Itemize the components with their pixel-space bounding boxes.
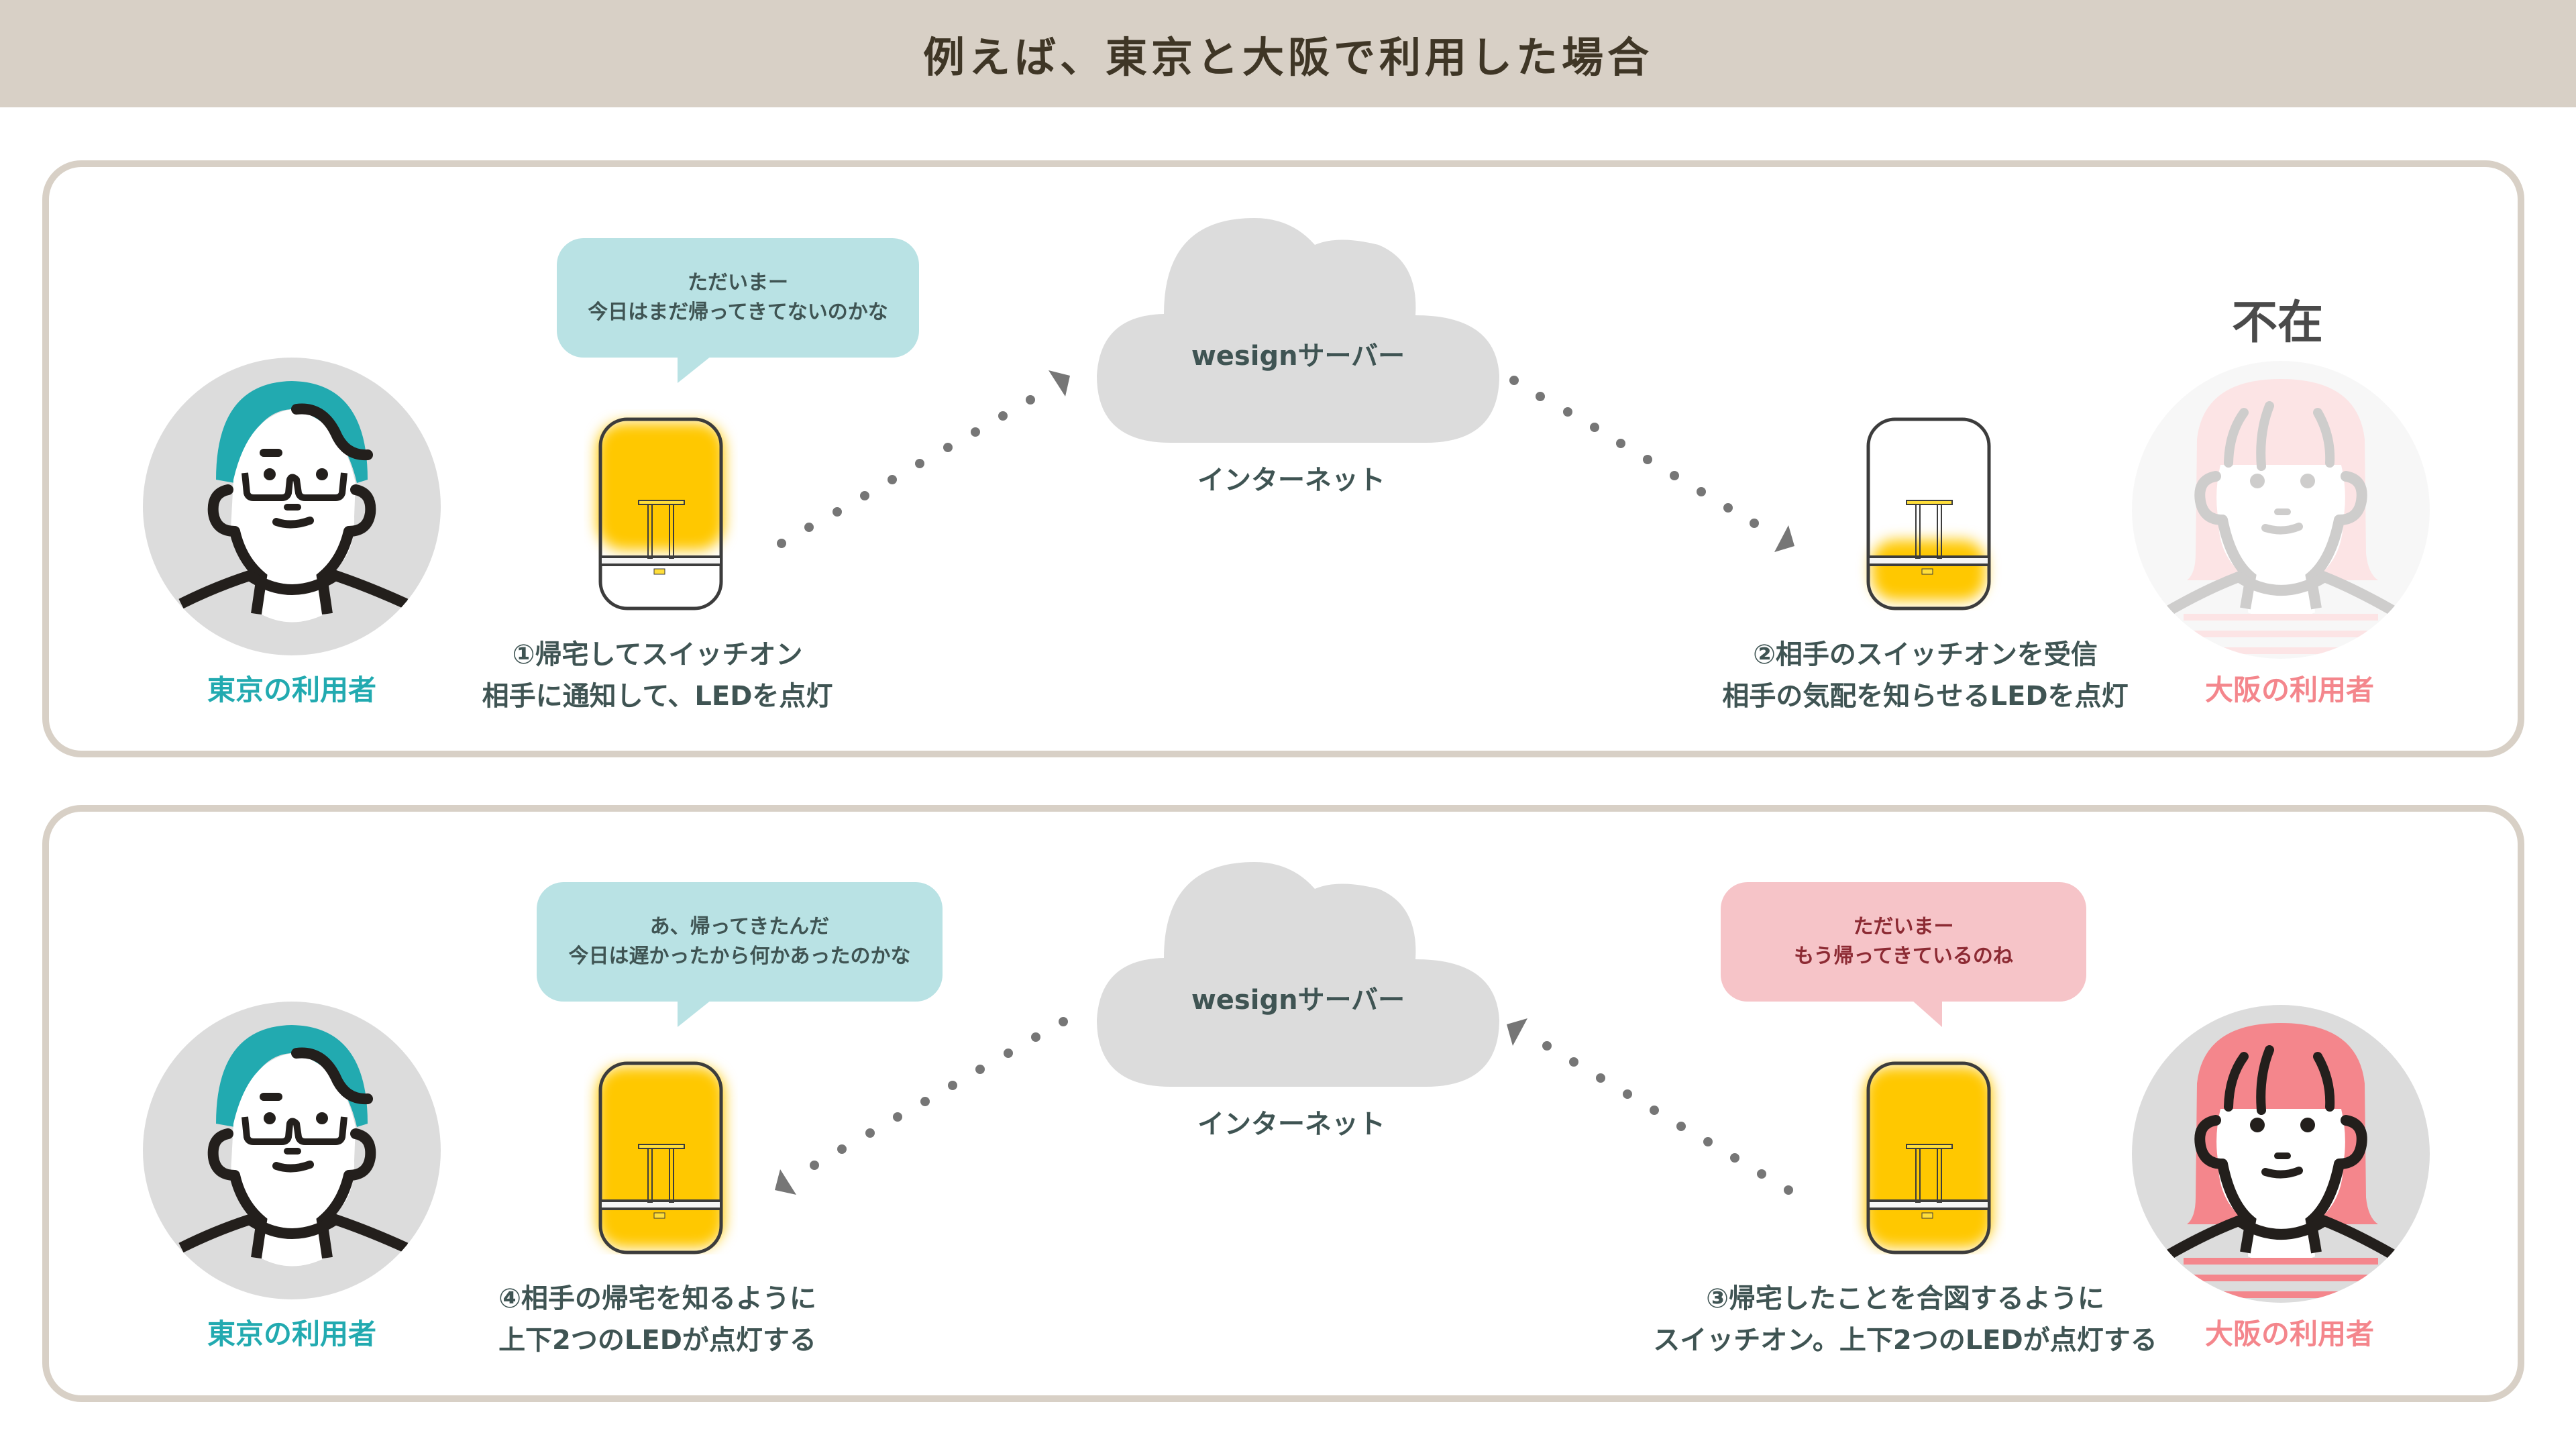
step-3-caption: ③帰宅したことを合図するように スイッチオン。上下2つのLEDが点灯する <box>1653 1283 2157 1356</box>
step-1-caption: ①帰宅してスイッチオン 相手に通知して、LEDを点灯 <box>482 639 833 712</box>
tokyo-user-label: 東京の利用者 <box>207 674 376 706</box>
arrow-osaka-to-server <box>1507 1018 1793 1195</box>
tokyo-user-avatar <box>141 1000 443 1301</box>
osaka-user-label: 大阪の利用者 <box>2204 1318 2374 1350</box>
osaka-lamp-both-leds-on <box>1865 1061 1992 1254</box>
tokyo-user-avatar <box>141 356 443 657</box>
osaka-speech-text: ただいまー もう帰ってきているのね <box>1794 915 2013 968</box>
step-2-caption: ②相手のスイッチオンを受信 相手の気配を知らせるLEDを点灯 <box>1722 639 2129 712</box>
osaka-user-avatar-absent <box>2130 359 2432 661</box>
osaka-lamp-bottom-led-on <box>1866 417 1991 610</box>
osaka-user-label: 大阪の利用者 <box>2204 674 2374 706</box>
tokyo-speech-text: ただいまー 今日はまだ帰ってきてないのかな <box>588 271 888 324</box>
osaka-user-avatar <box>2130 1003 2432 1305</box>
step-4-caption: ④相手の帰宅を知るように 上下2つのLEDが点灯する <box>498 1283 816 1356</box>
speech-tail-icon <box>1912 1000 1942 1027</box>
server-label: wesignサーバー <box>1191 985 1405 1016</box>
server-cloud-icon <box>1097 215 1499 443</box>
arrow-server-to-tokyo <box>775 1017 1068 1195</box>
osaka-speech-bubble: ただいまー もう帰ってきているのね <box>1721 882 2086 1027</box>
tokyo-user-label: 東京の利用者 <box>207 1318 376 1350</box>
title-banner: 例えば、東京と大阪で利用した場合 <box>0 0 2576 107</box>
arrow-server-to-osaka <box>1509 376 1794 552</box>
absent-status: 不在 <box>2231 297 2323 350</box>
server-label: wesignサーバー <box>1191 341 1405 372</box>
arrow-tokyo-to-server <box>777 370 1070 548</box>
tokyo-speech-bubble: ただいまー 今日はまだ帰ってきてないのかな <box>557 238 919 383</box>
tokyo-speech-bubble: あ、帰ってきたんだ 今日は遅かったから何かあったのかな <box>537 882 943 1027</box>
page-title: 例えば、東京と大阪で利用した場合 <box>922 33 1653 82</box>
speech-tail-icon <box>678 356 711 383</box>
speech-tail-icon <box>678 1000 711 1027</box>
tokyo-lamp-both-leds-on <box>597 1061 724 1254</box>
tokyo-speech-text: あ、帰ってきたんだ 今日は遅かったから何かあったのかな <box>568 915 911 968</box>
internet-label: インターネット <box>1197 465 1385 496</box>
tokyo-lamp-top-led-on <box>597 417 724 610</box>
server-cloud-icon <box>1097 859 1499 1087</box>
internet-label: インターネット <box>1197 1109 1385 1140</box>
